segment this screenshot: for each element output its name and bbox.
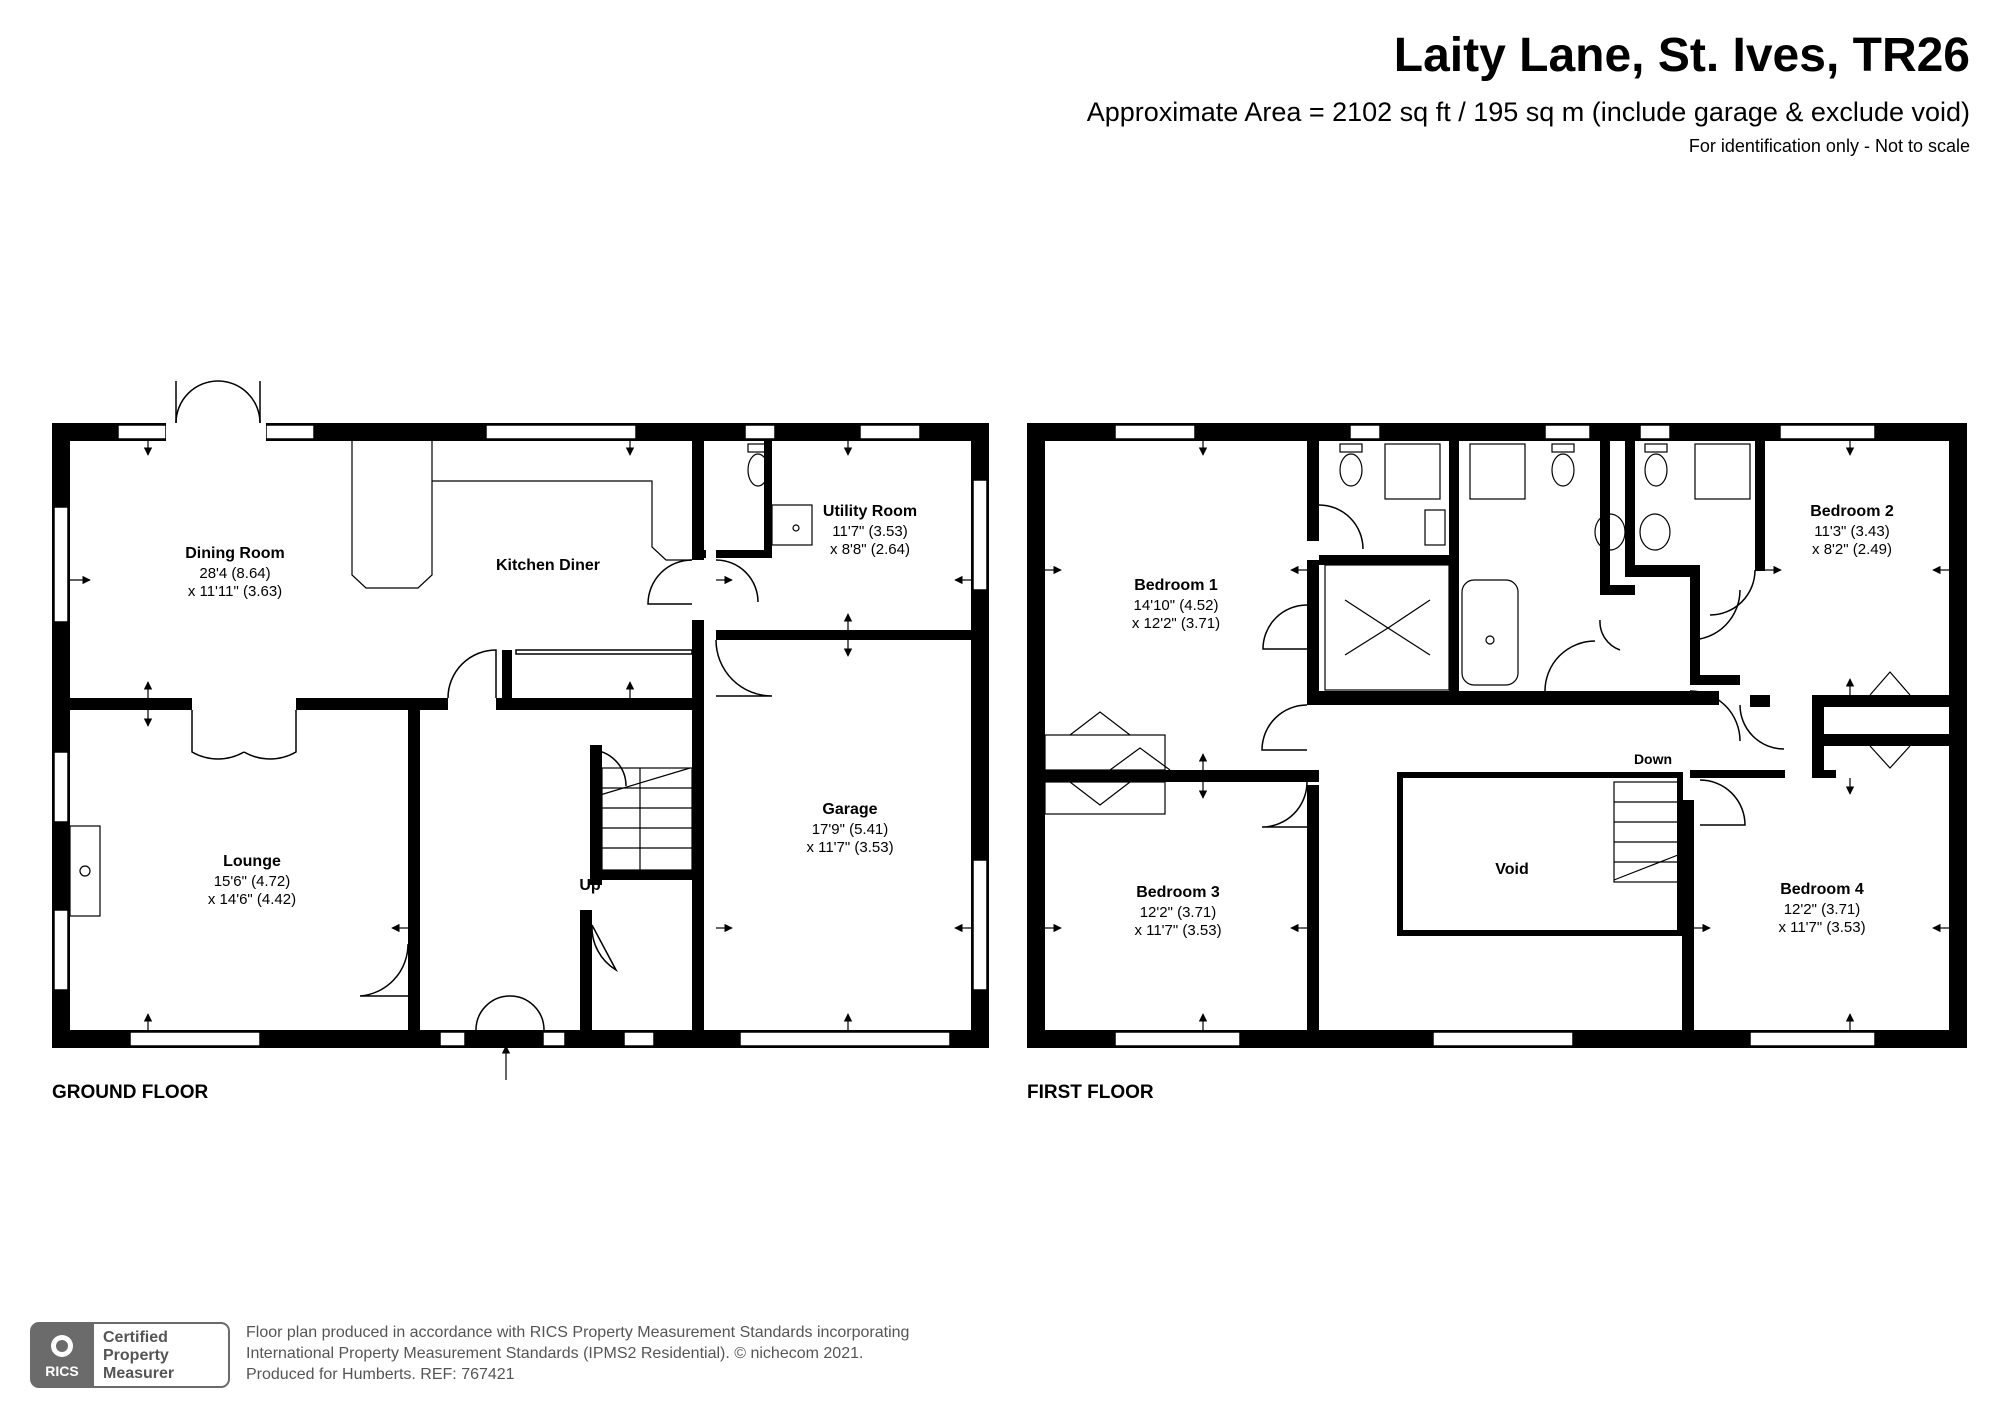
kitchen-diner-name: Kitchen Diner bbox=[496, 557, 600, 574]
dining-room-dim1: 28'4 (8.64) bbox=[199, 565, 270, 582]
ground-floor-label: GROUND FLOOR bbox=[52, 1082, 208, 1103]
garage-name: Garage bbox=[822, 801, 877, 818]
fireplace bbox=[69, 825, 101, 917]
wardrobes bbox=[1044, 564, 1911, 815]
bedroom-4-dim1: 12'2" (3.71) bbox=[1784, 901, 1861, 918]
ground-dim-arrows bbox=[70, 441, 971, 1080]
ground-wc bbox=[747, 443, 813, 546]
badge-line-2: Property bbox=[103, 1347, 169, 1364]
first-room-labels: Bedroom 1 14'10" (4.52) x 12'2" (3.71) B… bbox=[1132, 503, 1894, 939]
dining-room-dim2: x 11'11" (3.63) bbox=[188, 583, 282, 600]
footnote-line-3: Produced for Humberts. REF: 767421 bbox=[246, 1366, 515, 1383]
bedroom-3-dim2: x 11'7" (3.53) bbox=[1134, 922, 1221, 939]
void-label: Void bbox=[1495, 861, 1528, 878]
utility-room-dim2: x 8'8" (2.64) bbox=[830, 541, 910, 558]
first-doors bbox=[1261, 504, 1785, 828]
ground-doors bbox=[359, 559, 773, 1031]
bedroom-2-dim2: x 8'2" (2.49) bbox=[1812, 541, 1892, 558]
first-windows bbox=[1114, 424, 1876, 1047]
bedroom-3-name: Bedroom 3 bbox=[1136, 884, 1220, 901]
dining-room-name: Dining Room bbox=[185, 545, 285, 562]
property-title: Laity Lane, St. Ives, TR26 bbox=[1393, 29, 1970, 82]
utility-room-name: Utility Room bbox=[823, 503, 917, 520]
badge-line-1: Certified bbox=[103, 1329, 168, 1346]
footnote-line-2: International Property Measurement Stand… bbox=[246, 1345, 864, 1362]
lounge-french-doors bbox=[191, 710, 297, 760]
first-dim-arrows bbox=[1045, 441, 1949, 1030]
bedroom-1-dim1: 14'10" (4.52) bbox=[1134, 597, 1219, 614]
ground-windows bbox=[53, 424, 988, 1047]
bedroom-4-name: Bedroom 4 bbox=[1780, 881, 1864, 898]
utility-room-dim1: 11'7" (3.53) bbox=[832, 523, 907, 540]
lounge-name: Lounge bbox=[223, 853, 281, 870]
garage-dim2: x 11'7" (3.53) bbox=[806, 839, 893, 856]
stairs-down-label: Down bbox=[1634, 751, 1672, 767]
kitchen-units bbox=[351, 441, 692, 589]
bedroom-1-name: Bedroom 1 bbox=[1134, 577, 1218, 594]
first-floor-plan: Bedroom 1 14'10" (4.52) x 12'2" (3.71) B… bbox=[1027, 423, 1967, 1103]
bedroom-4-dim2: x 11'7" (3.53) bbox=[1778, 919, 1865, 936]
garage-dim1: 17'9" (5.41) bbox=[812, 821, 889, 838]
rics-certified-badge: RICS Certified Property Measurer bbox=[30, 1322, 230, 1388]
void-outline bbox=[1397, 772, 1683, 936]
ground-floor-plan: Dining Room 28'4 (8.64) x 11'11" (3.63) … bbox=[52, 380, 989, 1103]
disclaimer: For identification only - Not to scale bbox=[1688, 136, 1970, 156]
bedroom-2-dim1: 11'3" (3.43) bbox=[1814, 523, 1889, 540]
header: Laity Lane, St. Ives, TR26 Approximate A… bbox=[1087, 26, 1970, 160]
badge-line-3: Measurer bbox=[103, 1365, 174, 1382]
first-stairs bbox=[1613, 781, 1679, 883]
stairs-up-label: Up bbox=[579, 877, 601, 894]
dining-french-doors bbox=[166, 380, 266, 441]
area-summary: Approximate Area = 2102 sq ft / 195 sq m… bbox=[1086, 97, 1970, 127]
footnote: Floor plan produced in accordance with R… bbox=[246, 1322, 1006, 1385]
first-bath-fixtures bbox=[1339, 443, 1751, 686]
ground-room-labels: Dining Room 28'4 (8.64) x 11'11" (3.63) … bbox=[185, 503, 917, 908]
bedroom-1-dim2: x 12'2" (3.71) bbox=[1132, 615, 1220, 632]
first-interior-walls bbox=[1045, 441, 1949, 1030]
bedroom-2-name: Bedroom 2 bbox=[1810, 503, 1894, 520]
lounge-dim2: x 14'6" (4.42) bbox=[208, 891, 296, 908]
bedroom-3-dim1: 12'2" (3.71) bbox=[1140, 904, 1217, 921]
ground-interior-walls bbox=[52, 440, 971, 1030]
ground-stairs bbox=[599, 767, 693, 871]
lounge-dim1: 15'6" (4.72) bbox=[214, 873, 291, 890]
first-floor-label: FIRST FLOOR bbox=[1027, 1082, 1154, 1103]
footnote-line-1: Floor plan produced in accordance with R… bbox=[246, 1324, 910, 1341]
rics-org: RICS bbox=[45, 1363, 78, 1379]
